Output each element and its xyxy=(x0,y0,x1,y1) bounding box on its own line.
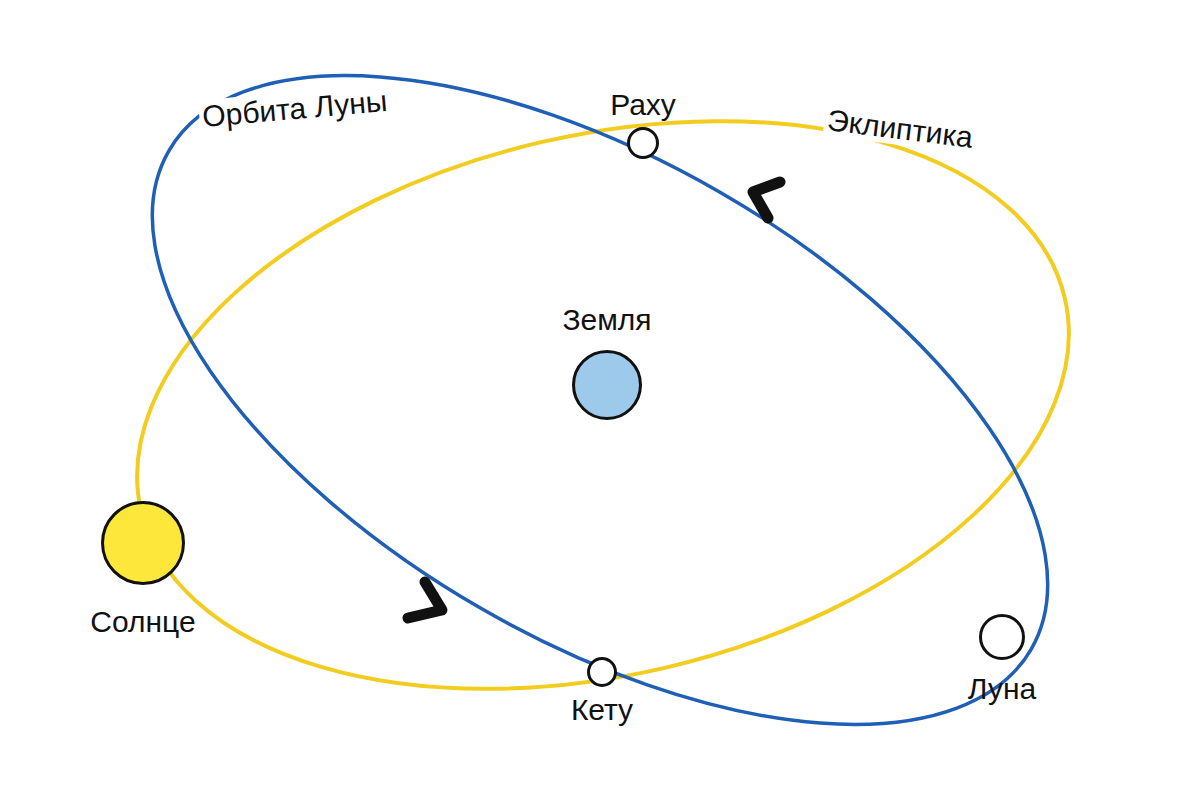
orbit-label: Орбита Луны xyxy=(198,83,392,133)
node-label: Кету xyxy=(571,693,633,726)
node-label: Раху xyxy=(610,88,676,121)
ketu-node: Кету xyxy=(587,657,617,687)
sun-circle: Солнце xyxy=(101,501,185,585)
moon-circle: Луна xyxy=(979,614,1025,660)
circle-shape xyxy=(587,657,617,687)
circle-shape xyxy=(572,350,642,420)
circle-shape xyxy=(101,501,185,585)
node-label: Солнце xyxy=(90,605,195,638)
node-label: Земля xyxy=(562,303,651,336)
circle-shape xyxy=(627,127,659,159)
circle-shape xyxy=(979,614,1025,660)
direction-chevron xyxy=(753,182,780,218)
node-label: Луна xyxy=(968,672,1036,705)
rahu-node: Раху xyxy=(627,127,659,159)
earth-circle: Земля xyxy=(572,350,642,420)
direction-chevron xyxy=(408,582,442,618)
moon-orbit-ellipse xyxy=(49,0,1152,800)
